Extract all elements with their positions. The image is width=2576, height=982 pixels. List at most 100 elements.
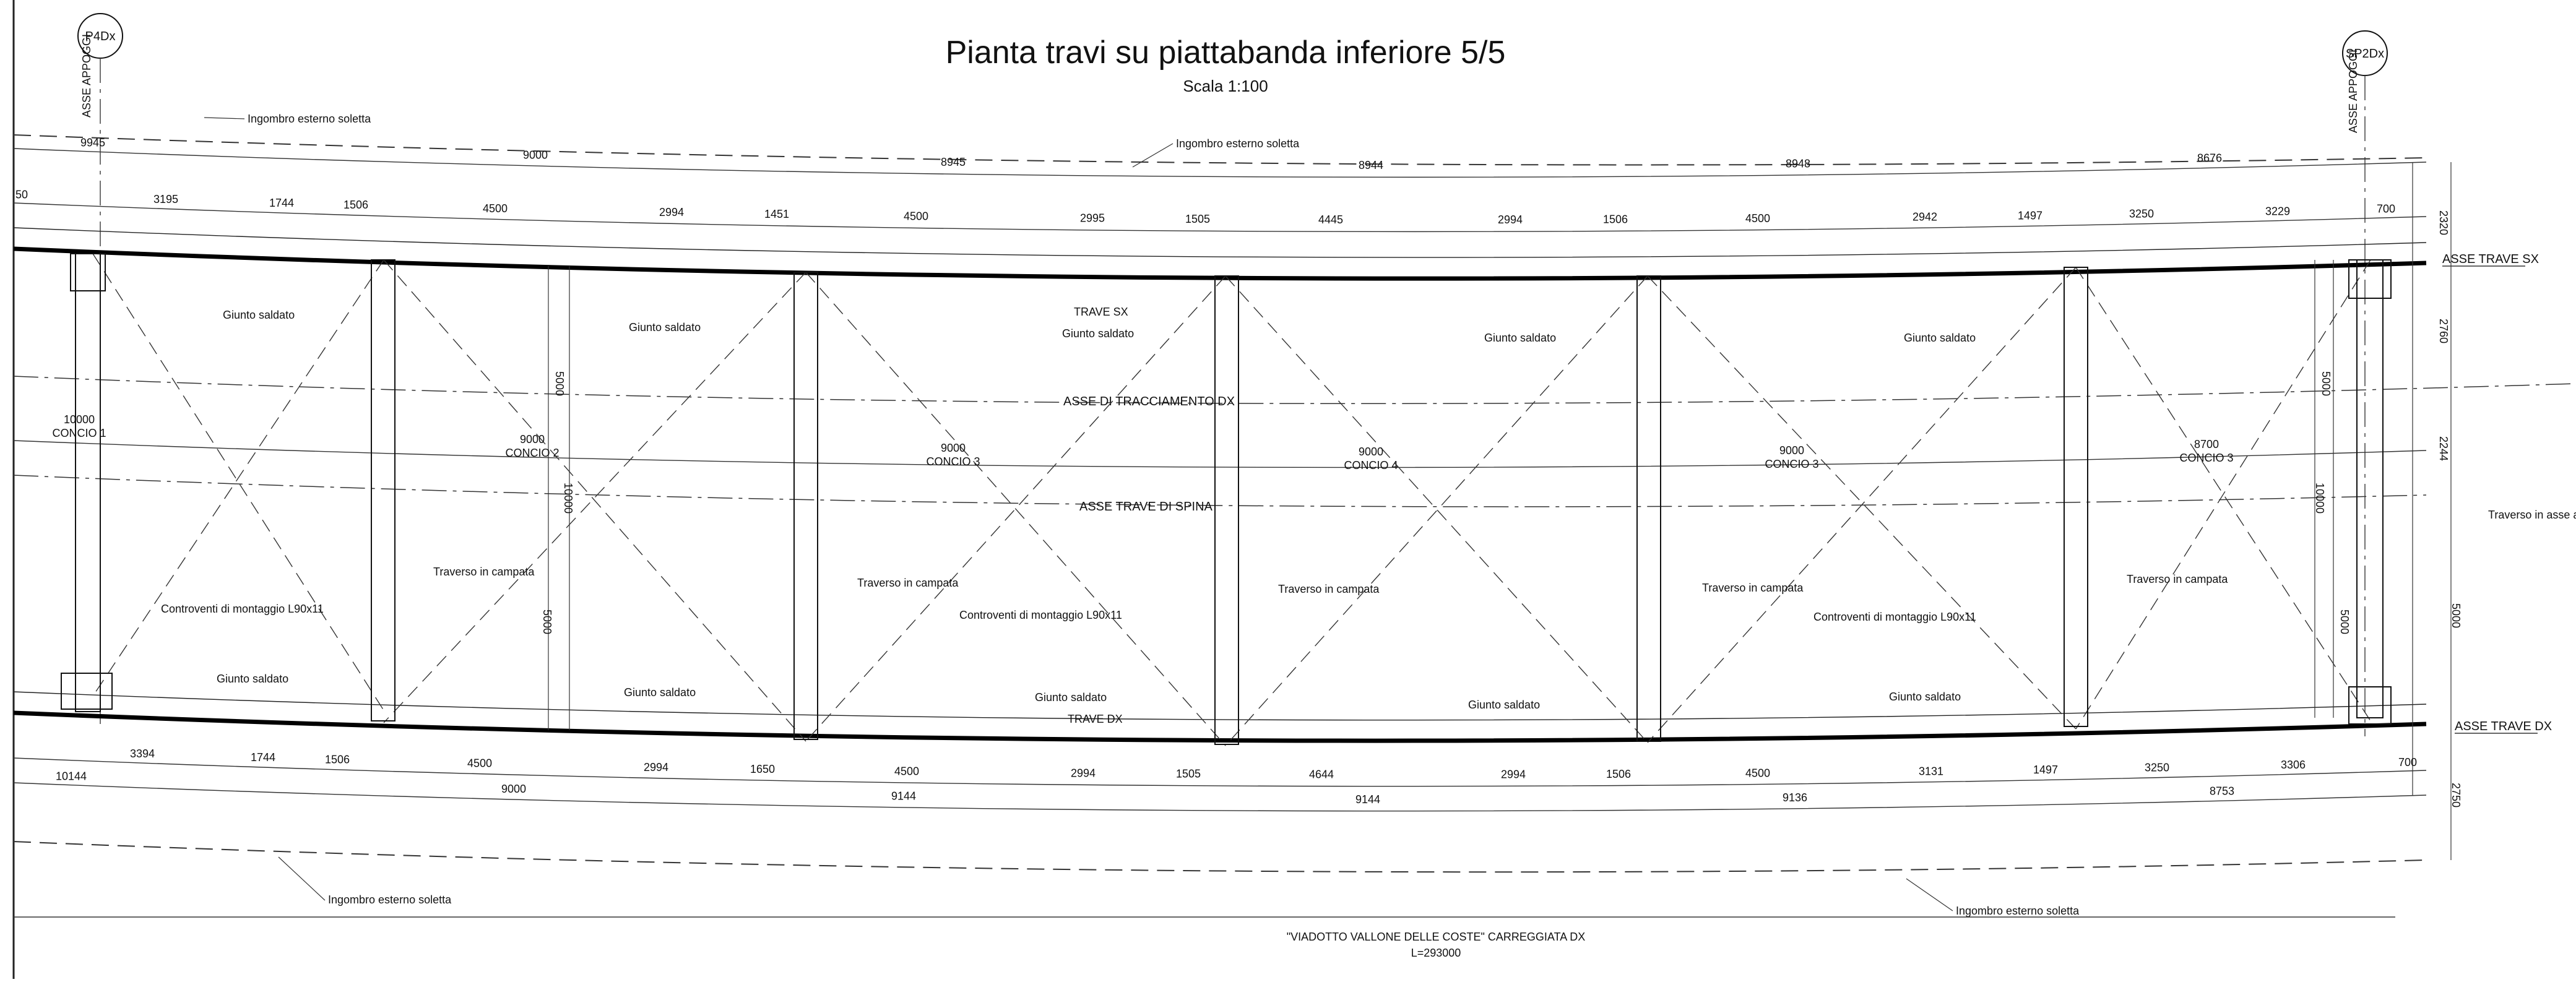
dims-top-inner-14: 2942	[1913, 211, 1937, 223]
dims-bottom-outer-2: 9144	[891, 790, 916, 802]
dims-top-inner-12: 1506	[1603, 213, 1628, 225]
dims-bottom-inner-6: 4500	[894, 765, 919, 777]
note-bracing-2: Controventi di montaggio L90x11	[959, 609, 1122, 621]
dims-top-inner-6: 1451	[764, 208, 789, 220]
dims-bottom-inner-5: 1650	[750, 763, 775, 775]
label-trave-dx: TRAVE DX	[1068, 713, 1123, 725]
dim-vertical-cross-2: 10000	[562, 483, 574, 514]
dims-top-outer-5: 8676	[2197, 152, 2222, 165]
vertical-dim-lines	[548, 162, 2452, 860]
cross-beam-support-left	[75, 253, 101, 712]
dim-line-bottom-inner	[13, 757, 2427, 787]
dims-top-inner-11: 2994	[1498, 213, 1523, 226]
dims-bottom-inner-0: 3394	[130, 747, 155, 760]
axis-spine	[13, 475, 2427, 507]
note-weld-7: Giunto saldato	[624, 686, 696, 699]
dims-bottom-outer-1: 9000	[501, 783, 526, 795]
dims-top-outer-1: 9000	[523, 149, 548, 161]
dims-top-inner-16: 3250	[2129, 207, 2154, 220]
cross-beam-3	[1214, 275, 1239, 745]
dim-line-top-inner	[13, 202, 2427, 233]
dim-vertical-cross-4: 5000	[2320, 371, 2332, 396]
note-cross-4: Traverso in campata	[1702, 582, 1804, 594]
dims-top-inner-17: 3229	[2265, 205, 2290, 217]
cross-beam-1	[371, 259, 395, 721]
note-cross-5: Traverso in campata	[2127, 573, 2228, 585]
dims-bottom-inner-17: 700	[2398, 756, 2417, 769]
note-slab-top-2: Ingombro esterno soletta	[1176, 137, 1300, 150]
dims-bottom-inner-4: 2994	[644, 761, 668, 773]
dims-bottom-outer-3: 9144	[1355, 793, 1380, 806]
note-weld-8: Giunto saldato	[1035, 691, 1107, 704]
dims-bottom-inner-12: 4500	[1745, 767, 1770, 779]
cross-beam-4	[1636, 275, 1661, 742]
dims-bottom-inner-13: 3131	[1919, 765, 1943, 777]
dims-bottom-inner-16: 3306	[2281, 759, 2306, 771]
dims-top-inner-5: 2994	[659, 206, 684, 218]
segment-length-3: 9000	[1359, 446, 1383, 458]
bearing-plate-left	[61, 673, 113, 710]
note-cross-1: Traverso in campata	[433, 566, 535, 578]
dims-top-inner-4: 4500	[483, 202, 508, 215]
dims-top-inner-9: 1505	[1185, 213, 1210, 225]
dim-right-2: 2760	[2437, 319, 2450, 343]
footer-name: "VIADOTTO VALLONE DELLE COSTE" CARREGGIA…	[1287, 931, 1586, 943]
dims-top-outer-3: 8944	[1359, 159, 1383, 171]
note-bracing-3: Controventi di montaggio L90x11	[1813, 611, 1976, 623]
note-cross-support: Traverso in asse appoggi	[2488, 509, 2576, 521]
note-slab-bottom-2: Ingombro esterno soletta	[1956, 905, 2080, 917]
segment-name-5: CONCIO 3	[2179, 452, 2233, 464]
bearing-plate-right-top	[2348, 259, 2392, 299]
dims-bottom-outer-0: 10144	[56, 770, 87, 782]
dims-bottom-inner-14: 1497	[2033, 764, 2058, 776]
dims-bottom-outer-4: 9136	[1783, 791, 1807, 804]
dims-top-inner-8: 2995	[1080, 212, 1105, 225]
note-bracing-1: Controventi di montaggio L90x11	[161, 603, 324, 615]
beam-sx	[13, 246, 2427, 281]
dims-top-outer-0: 9945	[80, 136, 105, 149]
axis-tracing-dx	[13, 376, 2576, 404]
drawing-scale: Scala 1:100	[1183, 77, 1268, 95]
segment-name-4: CONCIO 3	[1765, 458, 1818, 470]
note-slab-bottom-1: Ingombro esterno soletta	[328, 894, 452, 906]
dims-top-outer-2: 8945	[941, 156, 966, 168]
dims-top-inner-0: 50	[15, 188, 28, 200]
dims-top-outer-4: 8948	[1786, 158, 1810, 170]
axis-label-spine: ASSE TRAVE DI SPINA	[1079, 500, 1213, 514]
segment-length-5: 8700	[2194, 438, 2219, 450]
segment-name-1: CONCIO 2	[505, 447, 559, 459]
axis-label-tracing: ASSE DI TRACCIAMENTO DX	[1063, 395, 1235, 408]
segment-length-1: 9000	[520, 433, 545, 446]
dim-right-5: 2750	[2450, 783, 2462, 808]
note-slab-top-1: Ingombro esterno soletta	[248, 113, 371, 125]
note-weld-6: Giunto saldato	[217, 673, 288, 685]
bracing-diagonals	[92, 253, 2371, 746]
dim-right-4: 5000	[2450, 603, 2462, 628]
slab-outline-bottom	[13, 841, 2427, 873]
dims-bottom-inner-7: 2994	[1071, 767, 1096, 779]
dim-vertical-cross-5: 10000	[2314, 483, 2326, 514]
cross-beam-support-right	[2356, 259, 2384, 718]
note-weld-10: Giunto saldato	[1889, 691, 1961, 703]
support-marker-right: SP2Dx ASSE APPOGGI	[2342, 30, 2388, 736]
support-right-axis-label: ASSE APPOGGI	[2347, 50, 2359, 133]
axis-label-beam-dx: ASSE TRAVE DX	[2455, 720, 2552, 733]
dims-bottom-inner-3: 4500	[467, 757, 492, 770]
dims-top-inner-2: 1744	[269, 197, 294, 209]
dim-line-top-outer	[13, 148, 2427, 178]
slab-outline-top	[13, 134, 2427, 166]
note-weld-9: Giunto saldato	[1468, 699, 1540, 711]
cross-beam-5	[2064, 267, 2088, 727]
dims-bottom-outer-5: 8753	[2210, 785, 2234, 798]
note-cross-2: Traverso in campata	[857, 577, 959, 589]
dims-top-inner-15: 1497	[2018, 209, 2042, 222]
dims-bottom-inner-1: 1744	[251, 751, 275, 764]
dim-right-3: 2244	[2437, 436, 2450, 461]
dims-top-inner-10: 4445	[1318, 213, 1343, 226]
beam-dx-flange-edge	[13, 691, 2427, 721]
dims-bottom-inner-10: 2994	[1501, 769, 1526, 781]
